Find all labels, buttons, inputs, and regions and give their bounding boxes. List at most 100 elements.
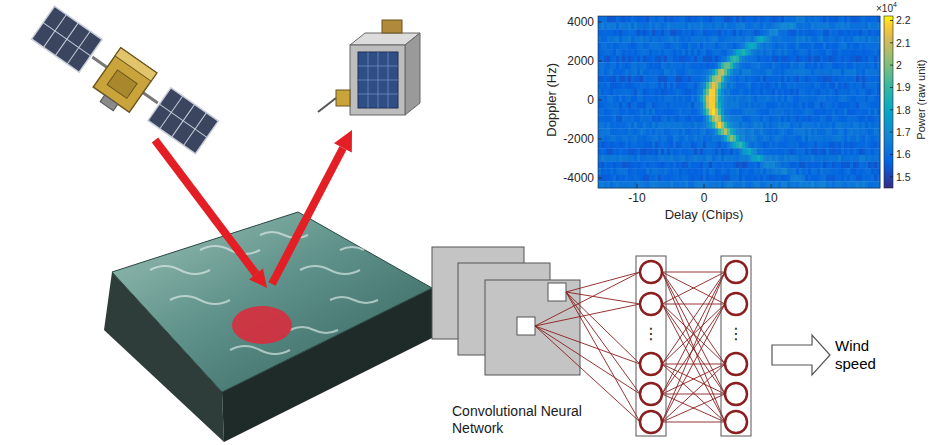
heatmap-cell [634,109,637,116]
heatmap-cell [805,56,808,63]
heatmap-cell [622,128,625,135]
heatmap-cell [739,148,742,155]
heatmap-cell [616,135,619,142]
heatmap-cell [850,56,853,63]
heatmap-cell [772,122,775,129]
heatmap-cell [808,69,811,76]
heatmap-cell [667,102,670,109]
heatmap-cell [751,29,754,36]
heatmap-cell [856,62,859,69]
heatmap-cell [715,29,718,36]
heatmap-cell [646,49,649,56]
heatmap-cell [832,82,835,89]
heatmap-cell [676,142,679,149]
heatmap-cell [853,109,856,116]
heatmap-cell [697,142,700,149]
heatmap-cell [706,142,709,149]
heatmap-cell [697,148,700,155]
heatmap-cell [814,29,817,36]
heatmap-cell [625,56,628,63]
heatmap-cell [655,142,658,149]
heatmap-cell [832,69,835,76]
heatmap-cell [622,69,625,76]
heatmap-cell [802,135,805,142]
heatmap-cell [688,115,691,122]
heatmap-cell [619,49,622,56]
heatmap-cell [811,95,814,102]
heatmap-cell [787,115,790,122]
heatmap-cell [709,115,712,122]
heatmap-cell [811,49,814,56]
heatmap-cell [808,142,811,149]
heatmap-cell [604,89,607,96]
heatmap-cell [622,36,625,43]
heatmap-cell [604,69,607,76]
heatmap-cell [631,102,634,109]
heatmap-cell [715,128,718,135]
heatmap-cell [760,76,763,83]
heatmap-cell [652,95,655,102]
heatmap-cell [757,135,760,142]
heatmap-cell [772,142,775,149]
heatmap-cell [823,36,826,43]
heatmap-cell [832,109,835,116]
heatmap-cell [751,23,754,30]
heatmap-cell [763,109,766,116]
heatmap-cell [649,148,652,155]
heatmap-cell [682,76,685,83]
heatmap-cell [667,69,670,76]
heatmap-cell [730,102,733,109]
heatmap-cell [868,36,871,43]
heatmap-cell [823,82,826,89]
heatmap-cell [781,135,784,142]
heatmap-cell [730,23,733,30]
heatmap-cell [823,148,826,155]
heatmap-cell [646,115,649,122]
heatmap-cell [811,115,814,122]
heatmap-cell [838,49,841,56]
heatmap-cell [700,29,703,36]
heatmap-cell [784,82,787,89]
heatmap-cell [703,23,706,30]
signal-path [155,130,352,288]
heatmap-cell [745,128,748,135]
heatmap-cell [685,102,688,109]
heatmap-cell [607,36,610,43]
heatmap-cell [853,102,856,109]
heatmap-cell [862,36,865,43]
heatmap-cell [766,89,769,96]
heatmap-cell [670,29,673,36]
heatmap-cell [643,115,646,122]
heatmap-cell [700,115,703,122]
heatmap-cell [655,148,658,155]
heatmap-cell [658,148,661,155]
heatmap-cell [736,109,739,116]
heatmap-cell [709,42,712,49]
heatmap-cell [844,82,847,89]
heatmap-cell [715,76,718,83]
heatmap-cell [676,29,679,36]
heatmap-cell [601,49,604,56]
heatmap-cell [679,128,682,135]
heatmap-cell [661,42,664,49]
heatmap-cell [841,29,844,36]
heatmap-cell [718,36,721,43]
heatmap-cell [742,69,745,76]
heatmap-cell [826,29,829,36]
heatmap-cell [817,95,820,102]
heatmap-cell [673,76,676,83]
heatmap-cell [682,142,685,149]
heatmap-cell [814,69,817,76]
heatmap-cell [790,36,793,43]
heatmap-cell [784,89,787,96]
heatmap-cell [691,36,694,43]
heatmap-cell [832,29,835,36]
heatmap-cell [733,122,736,129]
heatmap-cell [613,142,616,149]
heatmap-cell [772,109,775,116]
heatmap-cell [781,109,784,116]
heatmap-cell [667,62,670,69]
heatmap-cell [769,16,772,23]
heatmap-cell [670,135,673,142]
heatmap-cell [610,142,613,149]
